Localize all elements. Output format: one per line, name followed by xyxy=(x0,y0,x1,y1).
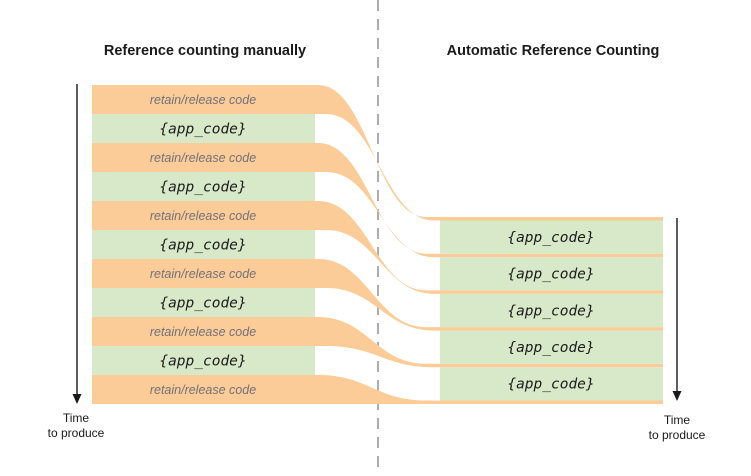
flow-band-6 xyxy=(92,375,663,404)
arc-app-bar-4 xyxy=(440,330,663,364)
arc-column-title: Automatic Reference Counting xyxy=(447,43,660,59)
flow-band-3 xyxy=(92,201,663,294)
flow-band-1 xyxy=(92,85,663,221)
manual-bar-label: {app_code} xyxy=(159,238,246,254)
manual-app-bar-1 xyxy=(92,114,315,143)
arc-app-bar-5 xyxy=(440,367,663,401)
arc-column-labels: {app_code} {app_code} {app_code} {app_co… xyxy=(507,230,594,393)
arc-app-code-bars xyxy=(440,220,663,401)
arc-bar-label: {app_code} xyxy=(507,377,594,393)
manual-bar-label: {app_code} xyxy=(159,180,246,196)
manual-bar-label: {app_code} xyxy=(159,296,246,312)
right-time-axis-label-line1: Time xyxy=(664,413,691,427)
left-time-axis-label-line2: to produce xyxy=(48,426,105,440)
manual-app-bar-5 xyxy=(92,346,315,375)
manual-bar-label: retain/release code xyxy=(150,151,256,165)
manual-app-bar-4 xyxy=(92,288,315,317)
left-time-axis-label-line1: Time xyxy=(63,411,90,425)
manual-bar-label: {app_code} xyxy=(159,354,246,370)
retain-release-flows xyxy=(92,85,663,404)
flow-band-4 xyxy=(92,259,663,331)
arc-bar-label: {app_code} xyxy=(507,230,594,246)
manual-bar-label: retain/release code xyxy=(150,209,256,223)
manual-column-labels: retain/release code {app_code} retain/re… xyxy=(150,93,256,397)
left-time-axis-arrowhead-icon xyxy=(72,394,82,404)
flow-band-2 xyxy=(92,143,663,258)
left-time-axis: Time to produce xyxy=(48,84,105,440)
right-time-axis-arrowhead-icon xyxy=(672,391,682,401)
right-time-axis: Time to produce xyxy=(649,218,706,442)
manual-app-bar-3 xyxy=(92,230,315,259)
manual-bar-label: retain/release code xyxy=(150,267,256,281)
arc-app-bar-3 xyxy=(440,293,663,328)
right-time-axis-label-line2: to produce xyxy=(649,428,706,442)
manual-app-bar-2 xyxy=(92,172,315,201)
manual-bar-label: retain/release code xyxy=(150,325,256,339)
manual-bar-label: retain/release code xyxy=(150,93,256,107)
flow-band-5 xyxy=(92,317,663,368)
arc-bar-label: {app_code} xyxy=(507,303,594,319)
arc-app-bar-2 xyxy=(440,257,663,291)
arc-bar-label: {app_code} xyxy=(507,267,594,283)
manual-bar-label: {app_code} xyxy=(159,122,246,138)
manual-app-code-bars xyxy=(92,114,315,375)
manual-bar-label: retain/release code xyxy=(150,383,256,397)
manual-column-title: Reference counting manually xyxy=(104,43,306,59)
arc-app-bar-1 xyxy=(440,220,663,254)
arc-bar-label: {app_code} xyxy=(507,340,594,356)
